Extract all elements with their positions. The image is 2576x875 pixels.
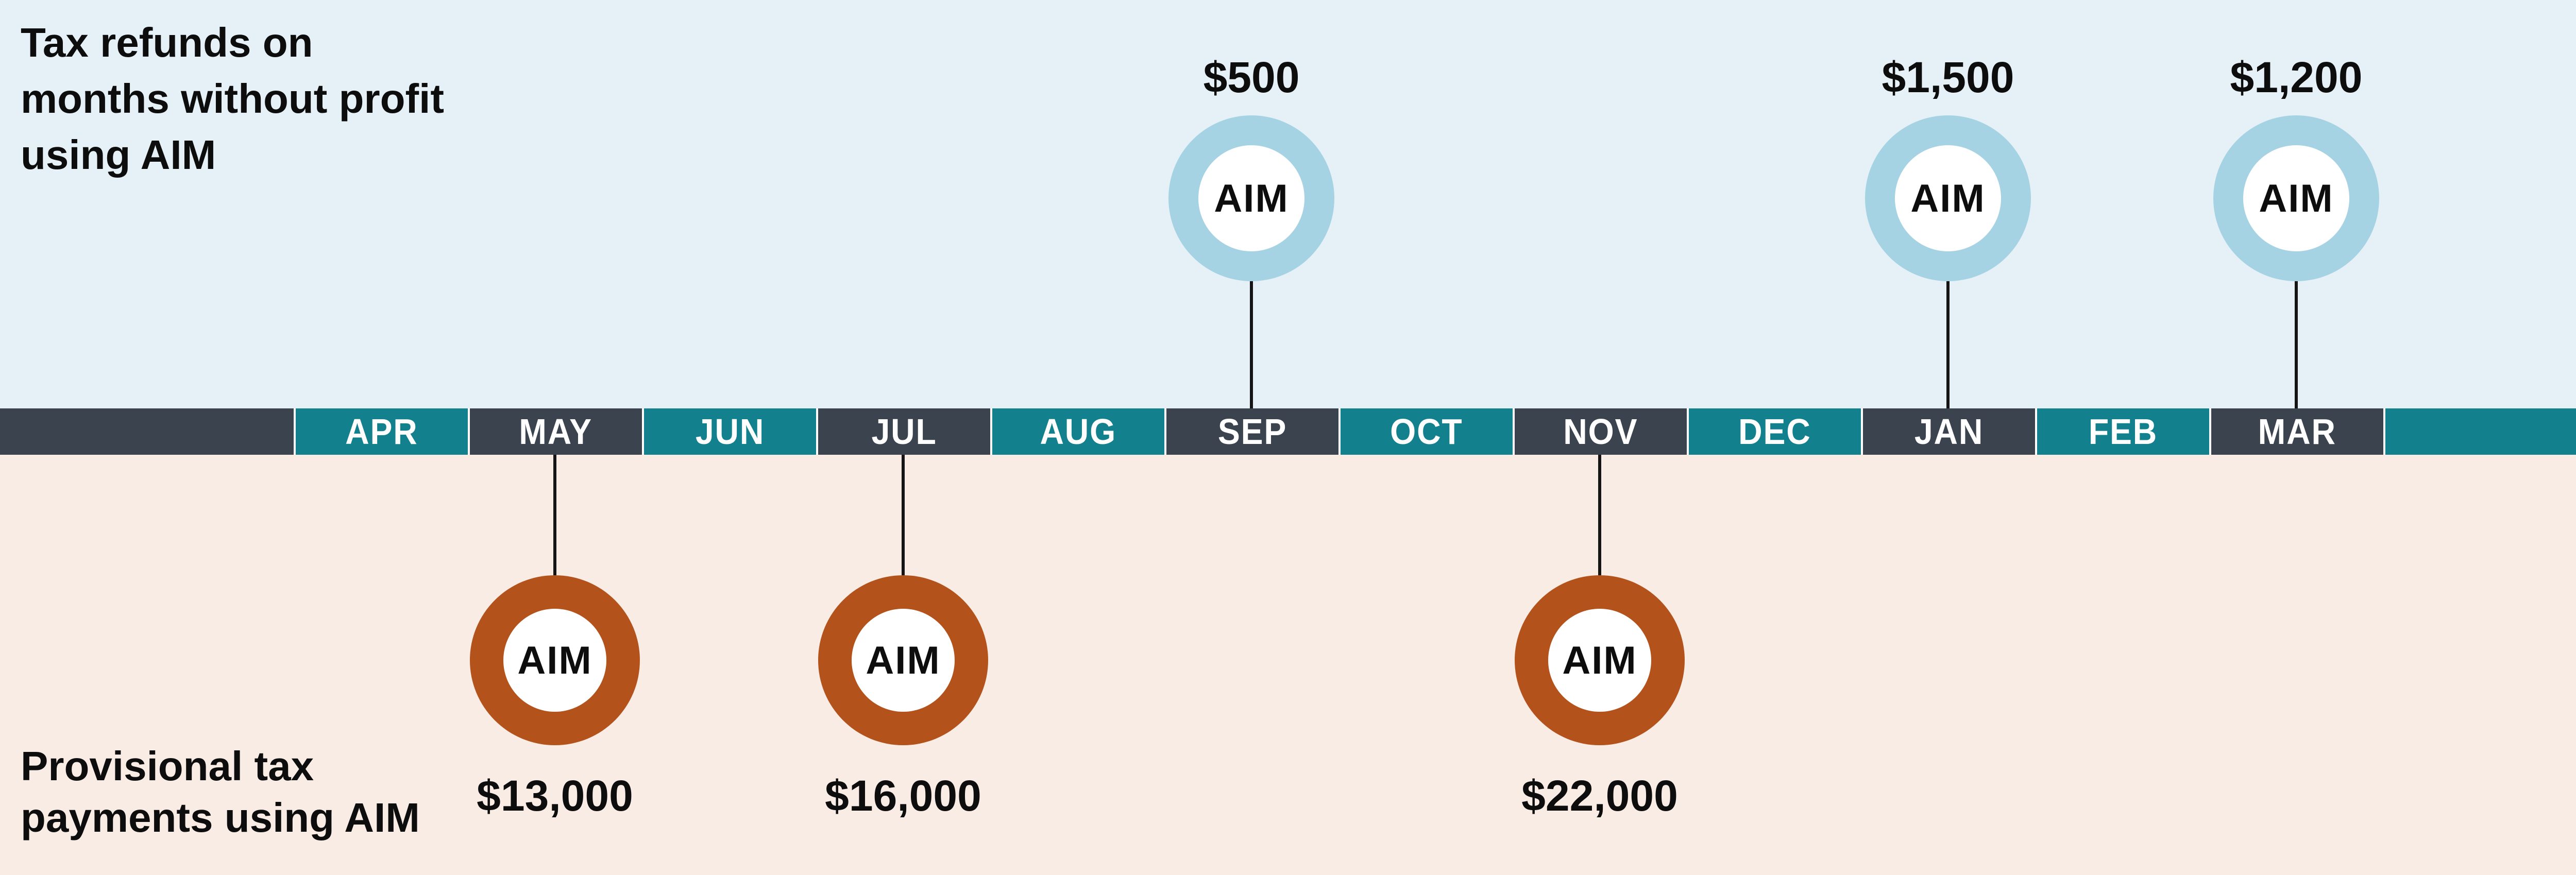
refund-aim-ring-center: AIM [1895,145,2001,251]
payment-aim-ring: AIM [1515,575,1685,745]
payment-aim-ring: AIM [818,575,988,745]
aim-badge-text: AIM [517,638,592,682]
month-cell-sep: SEP [1164,408,1338,455]
month-cell-dec: DEC [1687,408,1861,455]
refunds-title-line-1: Tax refunds on [21,20,313,65]
payments-title-line-1: Provisional tax [21,743,314,789]
month-cell-jan: JAN [1861,408,2035,455]
refund-amount-label: $1,500 [1882,53,2014,101]
month-label-nov: NOV [1563,411,1638,452]
payment-amount-label: $16,000 [825,771,981,820]
payment-aim-ring: AIM [470,575,640,745]
month-label-jan: JAN [1914,411,1984,452]
month-label-sep: SEP [1217,411,1287,452]
refunds-section-title: Tax refunds on months without profit usi… [21,14,444,183]
aim-badge-text: AIM [1910,176,1986,220]
month-cell-aug: AUG [990,408,1164,455]
month-label-jun: JUN [695,411,765,452]
refund-stem-line [2295,281,2298,408]
month-label-aug: AUG [1040,411,1117,452]
payment-aim-ring-center: AIM [503,609,606,712]
refund-amount-label: $500 [1203,53,1300,101]
refund-stem-line [1250,281,1253,408]
timeline-bar: APR MAY JUN JUL AUG SEP OCT NOV DEC JAN FEB MAR [0,408,2576,455]
month-cell-jun: JUN [642,408,816,455]
refund-aim-ring: AIM [2213,115,2379,281]
month-label-mar: MAR [2258,411,2337,452]
payment-aim-ring-center: AIM [852,609,955,712]
month-label-jul: JUL [871,411,937,452]
refund-aim-ring: AIM [1865,115,2031,281]
aim-badge-text: AIM [2259,176,2334,220]
month-label-may: MAY [519,411,593,452]
refund-aim-ring-center: AIM [1198,145,1304,251]
month-label-feb: FEB [2088,411,2158,452]
payments-section-title: Provisional tax payments using AIM [21,741,420,844]
refund-amount-label: $1,200 [2230,53,2363,101]
timeline-lead-segment [0,408,294,455]
aim-badge-text: AIM [866,638,941,682]
aim-badge-text: AIM [1562,638,1637,682]
month-cell-apr: APR [294,408,468,455]
month-label-apr: APR [345,411,418,452]
payments-section-background [0,455,2576,875]
payment-aim-ring-center: AIM [1548,609,1651,712]
refund-stem-line [1946,281,1950,408]
refunds-title-line-2: months without profit [21,76,445,122]
refunds-title-line-3: using AIM [21,132,216,178]
month-cell-nov: NOV [1513,408,1687,455]
payment-amount-label: $13,000 [477,771,633,820]
payments-title-line-2: payments using AIM [21,795,420,840]
aim-badge-text: AIM [1214,176,1289,220]
refund-aim-ring: AIM [1168,115,1334,281]
month-cell-feb: FEB [2035,408,2209,455]
month-label-oct: OCT [1390,411,1463,452]
month-label-dec: DEC [1738,411,1811,452]
payment-stem-line [902,455,905,575]
payment-stem-line [1598,455,1601,575]
payment-amount-label: $22,000 [1521,771,1678,820]
month-cell-mar: MAR [2209,408,2383,455]
timeline-trail-segment [2383,408,2576,455]
month-cell-oct: OCT [1338,408,1513,455]
month-cell-jul: JUL [816,408,990,455]
refund-aim-ring-center: AIM [2243,145,2349,251]
payment-stem-line [553,455,556,575]
month-cell-may: MAY [468,408,642,455]
